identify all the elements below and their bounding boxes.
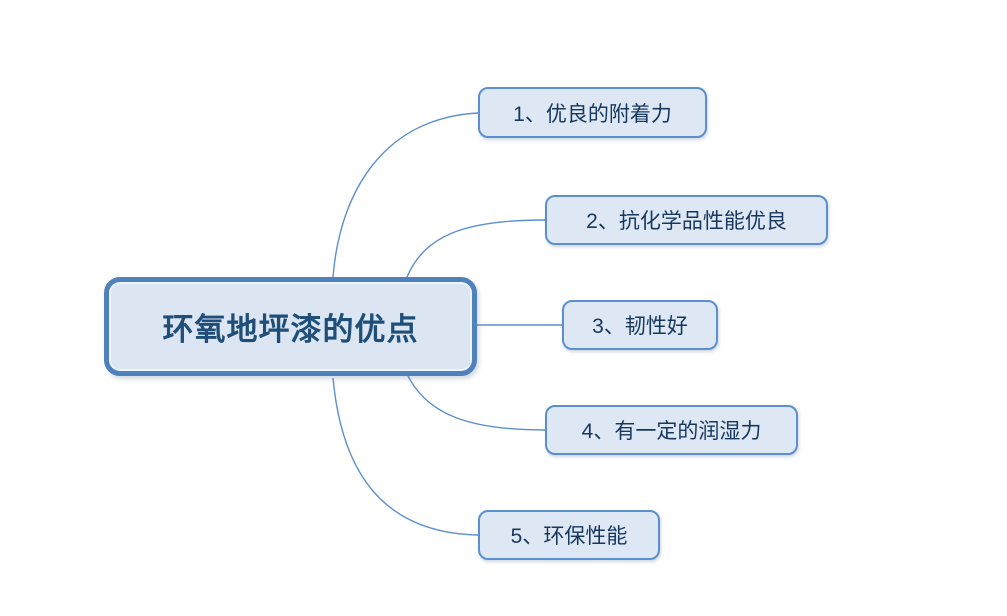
- branch-topic-3-label: 3、韧性好: [592, 315, 688, 338]
- connector-branch-2: [406, 219, 546, 278]
- branch-topic-4-label: 4、有一定的润湿力: [581, 420, 762, 443]
- branch-topic-2[interactable]: 2、抗化学品性能优良: [545, 195, 828, 245]
- branch-topic-3[interactable]: 3、韧性好: [562, 300, 718, 350]
- connector-branch-4: [407, 375, 546, 431]
- root-topic[interactable]: 环氧地坪漆的优点: [104, 277, 477, 376]
- branch-topic-2-label: 2、抗化学品性能优良: [586, 210, 787, 233]
- connector-branch-5: [332, 377, 479, 536]
- branch-topic-5-label: 5、环保性能: [510, 525, 628, 548]
- branch-topic-1[interactable]: 1、优良的附着力: [478, 87, 707, 138]
- branch-topic-1-label: 1、优良的附着力: [513, 102, 672, 126]
- branch-topic-4[interactable]: 4、有一定的润湿力: [545, 405, 798, 455]
- branch-topic-5[interactable]: 5、环保性能: [478, 510, 660, 560]
- root-topic-label: 环氧地坪漆的优点: [162, 312, 419, 347]
- connector-branch-1: [332, 112, 479, 278]
